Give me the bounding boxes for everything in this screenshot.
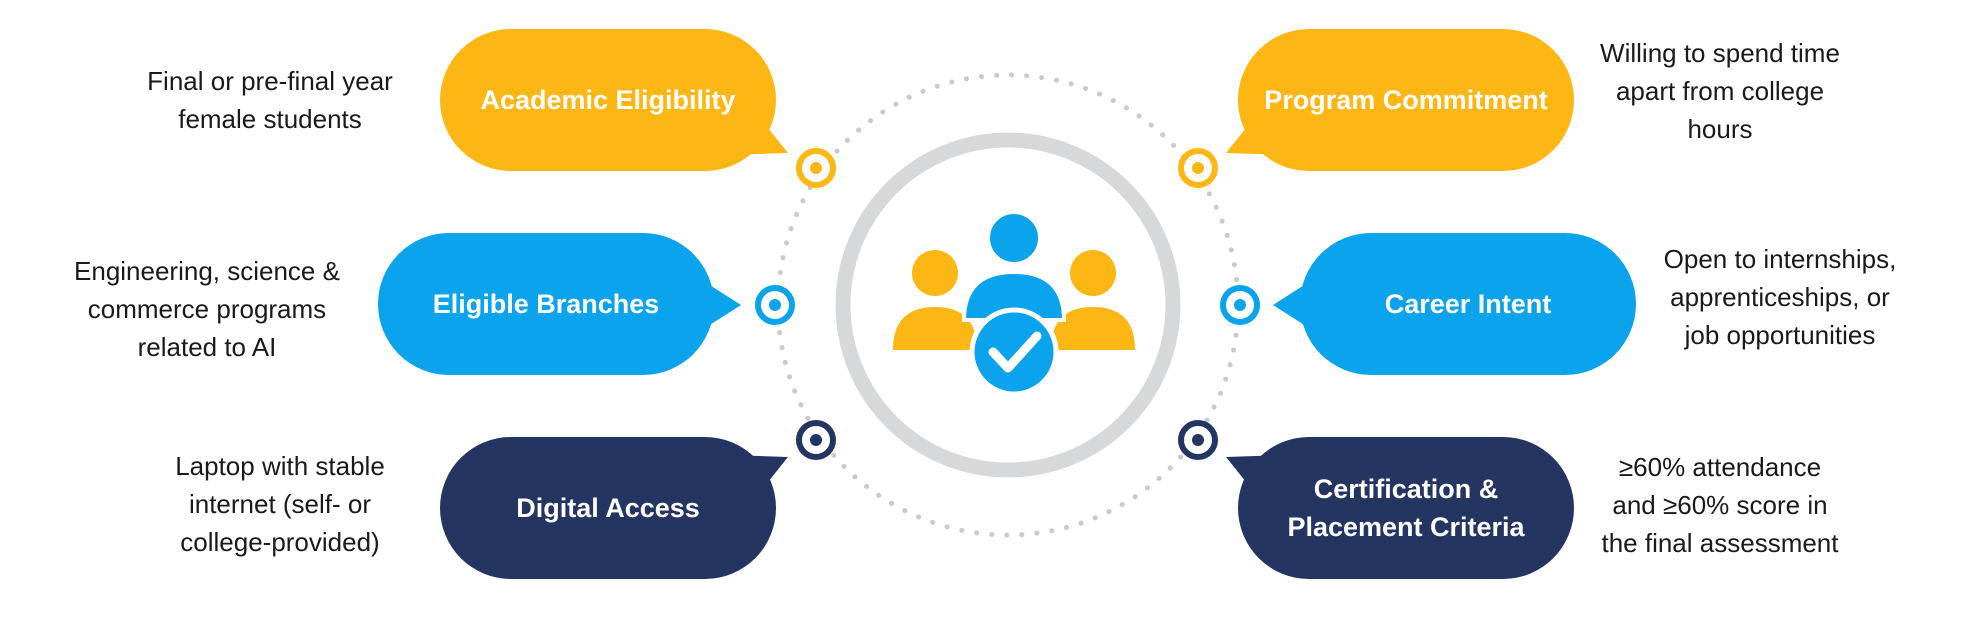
desc-eligible-branches: Engineering, science & commerce programs… (74, 256, 340, 362)
bubble-academic-eligibility (440, 29, 788, 171)
marker-eligible-branches (755, 285, 795, 325)
marker-digital-access (796, 420, 836, 460)
bubble-digital-access (440, 437, 788, 579)
marker-career-intent (1220, 285, 1260, 325)
desc-academic-eligibility: Final or pre-final year female students (147, 66, 393, 134)
bubble-program-commitment (1226, 29, 1574, 171)
desc-certification-placement: ≥60% attendance and ≥60% score in the fi… (1601, 452, 1839, 558)
bubble-eligible-branches (378, 233, 741, 375)
group-check-icon (893, 210, 1135, 397)
marker-program-commitment (1178, 148, 1218, 188)
desc-digital-access: Laptop with stable internet (self- or co… (175, 451, 385, 557)
bubble-certification-placement (1226, 437, 1574, 579)
desc-program-commitment: Willing to spend time apart from college… (1600, 38, 1840, 144)
label-academic-eligibility: Academic Eligibility (480, 85, 736, 115)
label-program-commitment: Program Commitment (1264, 85, 1548, 115)
marker-academic-eligibility (796, 148, 836, 188)
bubble-career-intent (1273, 233, 1636, 375)
label-eligible-branches: Eligible Branches (432, 289, 660, 319)
marker-certification-placement (1178, 420, 1218, 460)
desc-career-intent: Open to internships, apprenticeships, or… (1663, 244, 1897, 350)
label-career-intent: Career Intent (1384, 289, 1552, 319)
label-digital-access: Digital Access (516, 493, 700, 523)
center-ring (835, 132, 1181, 478)
label-certification-placement: Certification & Placement Criteria (1287, 474, 1525, 542)
